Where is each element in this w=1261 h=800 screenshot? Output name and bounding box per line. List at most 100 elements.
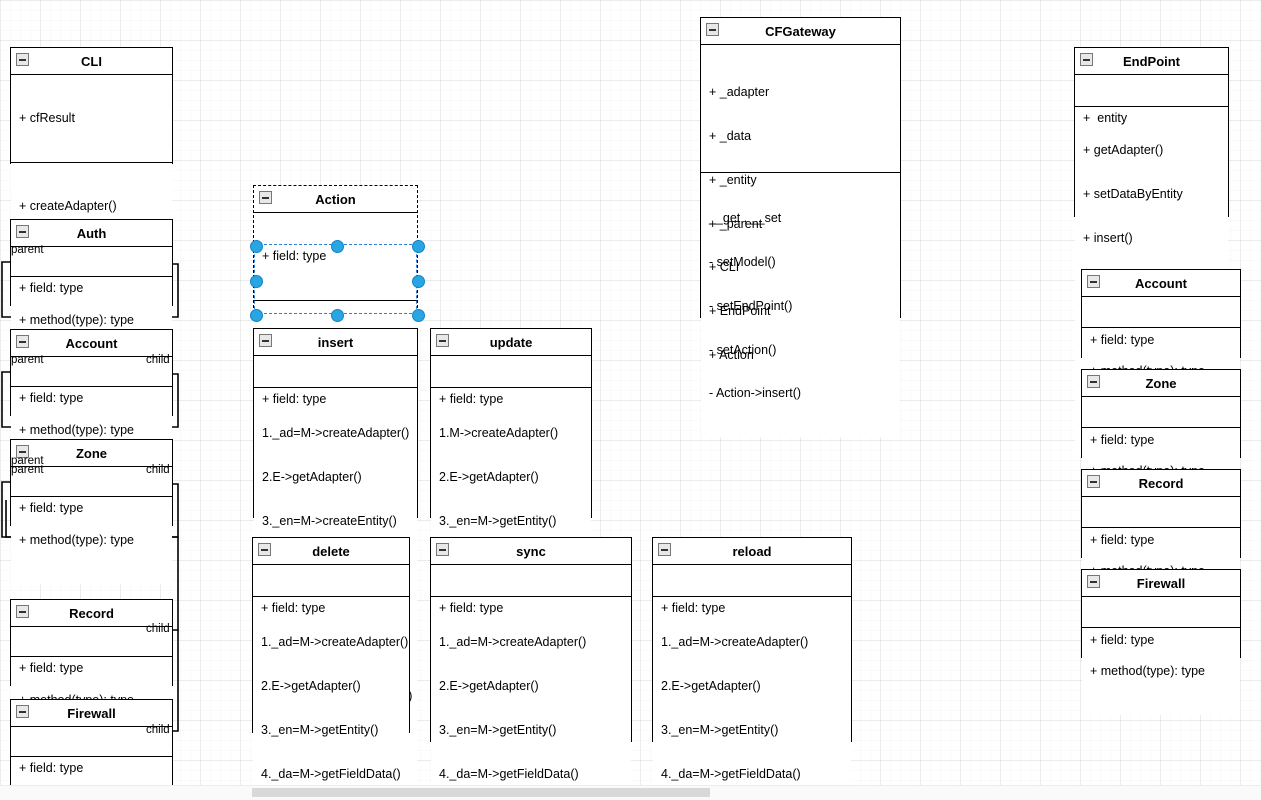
class-title-firewall-left: Firewall (67, 706, 116, 721)
attributes-update: + field: type (431, 356, 591, 406)
class-header-record-right: Record (1082, 470, 1240, 497)
resize-handle-w[interactable] (249, 274, 263, 288)
minus-box-icon[interactable] (1087, 575, 1100, 588)
class-box-update[interactable]: update + field: type 1.M->createAdapter(… (430, 328, 592, 784)
methods-sync: 1._ad=M->createAdapter() 2.E->getAdapter… (431, 596, 631, 800)
class-title-record-left: Record (69, 606, 114, 621)
minus-box-icon[interactable] (258, 543, 271, 556)
class-title-account-right: Account (1135, 276, 1187, 291)
edge-label-firewall-child: child (146, 724, 170, 736)
minus-box-icon[interactable] (1087, 275, 1100, 288)
attributes-firewall-left: + field: type (11, 727, 172, 775)
minus-box-icon[interactable] (16, 53, 29, 66)
class-title-sync: sync (516, 544, 546, 559)
minus-box-icon[interactable] (706, 23, 719, 36)
class-box-record-left[interactable]: Record + field: type + method(type): typ… (10, 599, 173, 744)
class-box-cli[interactable]: CLI + cfResult + createAdapter() + setEn… (10, 47, 173, 338)
class-box-zone-left[interactable]: Zone + field: type + method(type): type (10, 439, 173, 584)
class-title-update: update (489, 335, 533, 350)
minus-box-icon[interactable] (16, 445, 29, 458)
methods-delete: 1._ad=M->createAdapter() 2.E->getAdapter… (253, 596, 409, 800)
class-title-cli: CLI (81, 54, 102, 69)
class-box-firewall-left[interactable]: Firewall + field: type + method(type): t… (10, 699, 173, 800)
edge-label-account-child: child (146, 354, 170, 366)
attributes-zone-right: + field: type (1082, 397, 1240, 447)
methods-firewall-right: + method(type): type (1082, 627, 1240, 715)
attributes-record-left: + field: type (11, 627, 172, 675)
class-box-auth[interactable]: Auth + field: type + method(type): type (10, 219, 173, 364)
edge-label-zone-parent-a: parent (11, 455, 44, 467)
class-header-auth: Auth (11, 220, 172, 247)
class-title-reload: reload (732, 544, 772, 559)
class-box-record-right[interactable]: Record + field: type + method(type): typ… (1081, 469, 1241, 615)
attributes-action: + field: type (254, 213, 417, 300)
resize-handle-sw[interactable] (249, 308, 263, 322)
class-box-zone-right[interactable]: Zone + field: type + method(type): type (1081, 369, 1241, 515)
attributes-record-right: + field: type (1082, 497, 1240, 547)
attributes-delete: + field: type (253, 565, 409, 615)
edge-label-auth-parent: parent (11, 244, 44, 256)
attributes-account-right: + field: type (1082, 297, 1240, 347)
methods-reload: 1._ad=M->createAdapter() 2.E->getAdapter… (653, 596, 851, 800)
class-header-cli: CLI (11, 48, 172, 75)
edge-label-record-child: child (146, 623, 170, 635)
class-box-endpoint[interactable]: EndPoint + entity + getAdapter() + setDa… (1074, 47, 1229, 457)
horizontal-scrollbar-thumb[interactable] (252, 788, 710, 797)
class-title-endpoint: EndPoint (1122, 54, 1181, 69)
attributes-firewall-right: + field: type (1082, 597, 1240, 647)
class-box-cfgateway[interactable]: CFGateway + _adapter + _data + _entity +… (700, 17, 901, 438)
resize-handle-n[interactable] (330, 239, 344, 253)
class-header-cfgateway: CFGateway (701, 18, 900, 45)
class-header-update: update (431, 329, 591, 356)
class-title-cfgateway: CFGateway (765, 24, 836, 39)
resize-handle-e[interactable] (411, 274, 425, 288)
minus-box-icon[interactable] (16, 605, 29, 618)
minus-box-icon[interactable] (259, 334, 272, 347)
resize-handle-se[interactable] (411, 308, 425, 322)
class-title-zone-left: Zone (75, 446, 108, 461)
class-box-insert[interactable]: insert + field: type 1._ad=M->createAdap… (253, 328, 418, 784)
minus-box-icon[interactable] (1080, 53, 1093, 66)
minus-box-icon[interactable] (658, 543, 671, 556)
methods-cfgateway: __get , __set - setModel() - setEndPoint… (701, 172, 900, 438)
minus-box-icon[interactable] (16, 335, 29, 348)
class-box-sync[interactable]: sync + field: type 1._ad=M->createAdapte… (430, 537, 632, 800)
class-header-insert: insert (254, 329, 417, 356)
class-box-firewall-right[interactable]: Firewall + field: type + method(type): t… (1081, 569, 1241, 715)
resize-handle-s[interactable] (330, 308, 344, 322)
class-header-reload: reload (653, 538, 851, 565)
minus-box-icon[interactable] (436, 334, 449, 347)
class-box-delete[interactable]: delete + field: type 1._ad=M->createAdap… (252, 537, 410, 800)
class-box-account-right[interactable]: Account + field: type + method(type): ty… (1081, 269, 1241, 415)
horizontal-scrollbar-track[interactable] (0, 785, 1261, 800)
minus-box-icon[interactable] (436, 543, 449, 556)
minus-box-icon[interactable] (16, 225, 29, 238)
class-title-record-right: Record (1138, 476, 1184, 491)
class-header-zone-right: Zone (1082, 370, 1240, 397)
attributes-reload: + field: type (653, 565, 851, 615)
minus-box-icon[interactable] (16, 705, 29, 718)
class-title-action: Action (315, 192, 356, 207)
class-header-action: Action (254, 186, 417, 213)
edge-label-account-parent: parent (11, 354, 44, 366)
attributes-cli: + cfResult (11, 75, 172, 162)
minus-box-icon[interactable] (259, 191, 272, 204)
class-title-insert: insert (317, 335, 354, 350)
class-header-firewall-right: Firewall (1082, 570, 1240, 597)
minus-box-icon[interactable] (1087, 475, 1100, 488)
edge-label-zone-child: child (146, 464, 170, 476)
class-header-delete: delete (253, 538, 409, 565)
class-box-reload[interactable]: reload + field: type 1._ad=M->createAdap… (652, 537, 852, 800)
class-box-account-left[interactable]: Account + field: type + method(type): ty… (10, 329, 173, 474)
edge-label-zone-parent-b: parent (11, 464, 44, 476)
attributes-cfgateway: + _adapter + _data + _entity + _parent +… (701, 45, 900, 362)
class-header-account-left: Account (11, 330, 172, 357)
class-header-record-left: Record (11, 600, 172, 627)
class-header-sync: sync (431, 538, 631, 565)
resize-handle-nw[interactable] (249, 239, 263, 253)
resize-handle-ne[interactable] (411, 239, 425, 253)
minus-box-icon[interactable] (1087, 375, 1100, 388)
class-header-zone-left: Zone (11, 440, 172, 467)
class-title-delete: delete (312, 544, 350, 559)
